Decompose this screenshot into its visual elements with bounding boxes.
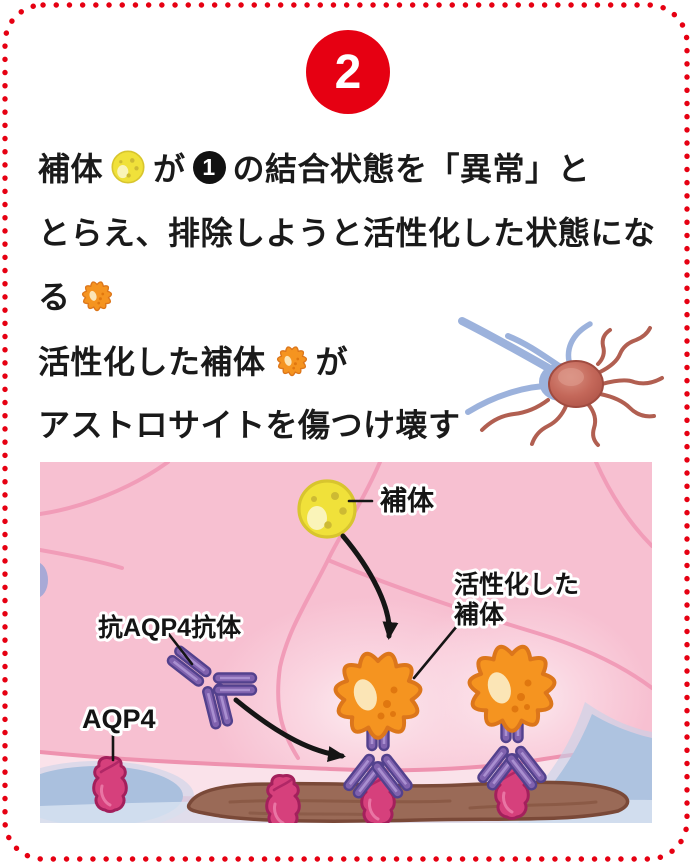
complement-icon [110,149,146,185]
astrocyte-illustration [448,314,680,464]
line1-post: の結合状態を「異常」と [232,151,591,187]
arrow-complement-to-activated [340,533,399,640]
step-number-badge: 2 [306,30,390,114]
label-anti-aqp4: 抗AQP4抗体 [98,613,242,642]
line1-mid: が [153,151,186,187]
arrow-antibody-to-membrane [233,697,346,762]
complement-sphere [297,479,357,539]
label-complement: 補体 [379,486,435,516]
pointer-activated-complement [412,624,459,680]
description-line-5: アストロサイトを傷つけ壊す [38,407,461,443]
step-number: 2 [334,45,362,99]
activated-complement-icon [78,277,114,313]
label-activated-line2: 補体 [453,601,505,629]
label-aqp4: AQP4 [82,704,156,734]
activated-complement-icon [273,342,309,378]
description-line-3: る [38,274,114,316]
aqp4-protein-1 [92,755,128,813]
membrane-diagram: 補体 活性化した 補体 抗AQP4抗体 AQP4 [2,460,654,831]
line1-pre: 補体 [38,151,104,187]
description-line-1: 補体 が 1 の結合状態を「異常」と [38,146,590,188]
pointer-anti-aqp4 [162,626,194,666]
astrocyte-brown-processes [480,326,664,447]
aqp4-protein-2 [265,773,301,831]
label-activated-line1: 活性化した [454,571,579,599]
description-line-2: とらえ、排除しようと活性化した状態にな [38,215,656,251]
astrocyte-body-highlight [558,368,584,386]
step-one-icon: 1 [192,150,226,184]
description-line-4: 活性化した補体 が [38,342,349,380]
